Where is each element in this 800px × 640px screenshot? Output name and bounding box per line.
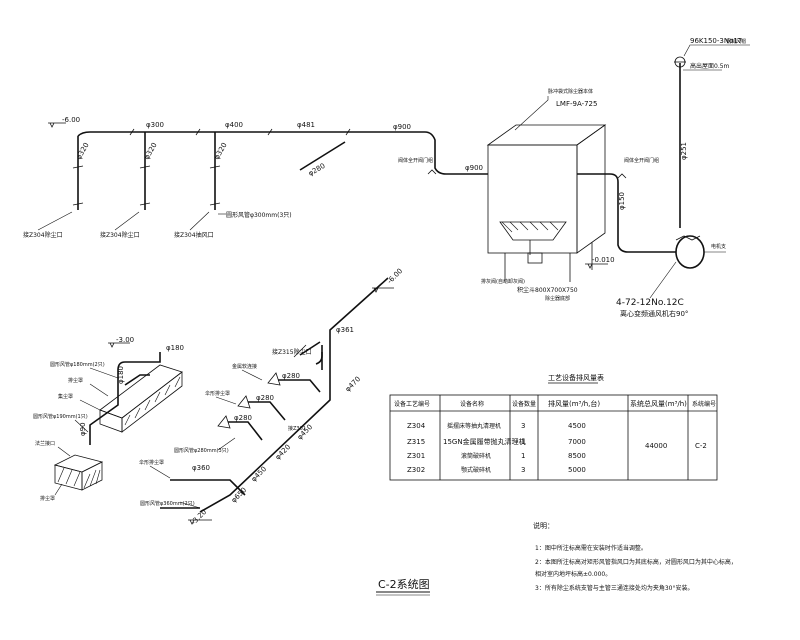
crusher-hatch-2 — [57, 467, 101, 489]
page-title: C-2系统图 — [378, 578, 430, 591]
collector-note: 脉冲袋式除尘器本体 — [548, 88, 593, 95]
z301-label: 接Z301 — [288, 425, 306, 432]
hood-label: 伞形排尘罩 — [205, 390, 230, 397]
left-flange: 法兰接口 — [35, 440, 55, 447]
table-cell: Z315 — [407, 438, 425, 446]
elevation-label: -6.00 — [62, 116, 80, 124]
left-duct-note: 圆形风管φ180mm(2只) — [50, 361, 105, 368]
table-cell: 1 — [521, 452, 525, 460]
table-cell: 8500 — [568, 452, 586, 460]
table-title: 工艺设备排风量表 — [548, 373, 604, 382]
motor-label: 电机支 — [711, 243, 726, 250]
elevation-label: -3.20 — [190, 508, 208, 526]
dust-collector: 脉冲袋式除尘器本体 LMF-9A-725 排灰阀(自动卸灰阀) 积尘斗800X7… — [398, 88, 659, 302]
hood-label: 集尘罩 — [58, 393, 73, 400]
table-cell: 摇摆床等抽丸清理机 — [447, 422, 501, 430]
diameter-label: φ180 — [166, 344, 184, 352]
diameter-label: φ320 — [75, 141, 91, 161]
hopper-hatch — [501, 221, 559, 233]
fan-cap-suffix: 钢制风帽 — [726, 38, 746, 45]
diameter-label: φ481 — [297, 121, 315, 129]
branch-label: 接Z304除尘口 — [100, 231, 140, 239]
hood-label: 伞形排尘罩 — [139, 459, 164, 466]
table-header: 设备工艺编号 — [394, 400, 430, 408]
notes: 说明： 1：图中所注标高需在安装时作适当调整。 2：本图所注标高对矩形风管指风口… — [533, 521, 737, 592]
hopper-size: 积尘斗800X700X750 — [517, 286, 578, 294]
branch-network: -6.00 接Z315除尘口 金属软连接 伞形排尘罩 圆形风管φ280mm(3只… — [139, 267, 404, 526]
diameter-label: φ470 — [344, 375, 362, 393]
table-header: 设备名称 — [460, 400, 484, 408]
elevation-label: -0.010 — [592, 256, 615, 264]
table-header: 系统总风量(m³/h) — [630, 399, 687, 408]
table-total: 44000 — [645, 442, 667, 450]
table-cell: 颚式破碎机 — [461, 466, 491, 474]
diameter-label: φ420 — [274, 443, 292, 461]
left-duct-note: 圆形风管φ190mm(1只) — [33, 413, 88, 420]
table-cell: Z302 — [407, 466, 425, 474]
crusher-hatch — [124, 376, 181, 426]
diameter-label: φ280 — [282, 372, 300, 380]
fan-assembly: 96K150-3No17 钢制风帽 高出屋面0.5m 电机支 4-72-12No… — [577, 37, 750, 318]
duct-note: 圆形风管φ300mm(3只) — [226, 211, 292, 219]
fan-note: 离心变频通风机右90° — [620, 309, 688, 318]
diameter-label: φ400 — [225, 121, 243, 129]
valve-label: 阀体全开阀门组 — [398, 157, 433, 164]
table-cell: 5000 — [568, 466, 586, 474]
main-duct-top: -6.00 φ320 φ320 φ320 φ300 φ400 φ481 φ900… — [23, 116, 627, 239]
diameter-label: φ300 — [146, 121, 164, 129]
table-system: C-2 — [695, 442, 707, 450]
duct-note: 圆形风管φ280mm(3只) — [174, 447, 229, 454]
branch-label: 接Z304除尘口 — [23, 231, 63, 239]
hood-label: 金属软连接 — [232, 363, 257, 370]
note-item: 相对室内地坪标高±0.000。 — [535, 570, 611, 578]
table-cell: 滚筒破碎机 — [461, 452, 491, 460]
note-item: 1：图中所注标高需在安装时作适当调整。 — [535, 544, 647, 552]
table-cell: 15GN金属履带抛丸清理机 — [443, 437, 526, 446]
diameter-label: φ450 — [250, 465, 268, 483]
diameter-label: φ360 — [192, 464, 210, 472]
diameter-label: φ900 — [465, 164, 483, 172]
table-header: 排风量(m³/h,台) — [548, 399, 600, 408]
branch-label: 接Z304抽风口 — [174, 231, 214, 239]
fan-cap-model: 96K150-3No17 — [690, 37, 742, 45]
note-item: 2：本图所注标高对矩形风管指风口为其底标高，对圆形风口为其中心标高， — [535, 558, 737, 566]
fan-model: 4-72-12No.12C — [616, 298, 684, 308]
table-cell: 1 — [521, 438, 525, 446]
table-cell: 4500 — [568, 422, 586, 430]
diameter-label: φ150 — [618, 192, 626, 210]
table-cell: 3 — [521, 466, 525, 474]
hood-label: 排尘罩 — [40, 495, 55, 502]
table-cell: Z301 — [407, 452, 425, 460]
drawing-title: C-2系统图 — [376, 578, 430, 596]
stack-height: 高出屋面0.5m — [690, 62, 730, 70]
z315-label: 接Z315除尘口 — [272, 348, 312, 356]
diameter-label: φ900 — [393, 123, 411, 131]
table-cell: 7000 — [568, 438, 586, 446]
elevation-label: -6.00 — [386, 267, 404, 285]
diameter-label: φ280 — [234, 414, 252, 422]
elevation-label: -3.00 — [116, 336, 134, 344]
diameter-label: φ361 — [336, 326, 354, 334]
table-cell: Z304 — [407, 422, 426, 430]
table-header: 系统编号 — [692, 400, 716, 408]
valve-label: 阀体全开阀门组 — [624, 157, 659, 164]
diameter-label: φ90 — [79, 422, 87, 436]
notes-heading: 说明： — [533, 521, 554, 530]
table-header: 设备数量 — [512, 400, 536, 408]
left-equipment: -3.00 φ180 φ180 φ90 — [33, 336, 184, 502]
note-item: 3：所有除尘系统支管与主管三通连接处均为夹角30°安装。 — [535, 584, 693, 592]
diameter-label: φ280 — [256, 394, 274, 402]
collector-model: LMF-9A-725 — [556, 100, 597, 108]
dust-box-label: 排灰阀(自动卸灰阀) — [481, 278, 525, 285]
duct-note: 圆形风管φ360mm(2只) — [140, 500, 195, 507]
equipment-table: 工艺设备排风量表 设备工艺编号 设备名称 设备数量 排风量(m³/h,台) 系统… — [389, 373, 718, 481]
hood-label: 排尘罩 — [68, 377, 83, 384]
hopper-bottom: 除尘器底部 — [545, 295, 570, 302]
diameter-label: φ251 — [680, 142, 688, 160]
diameter-label: φ650 — [230, 486, 248, 504]
diameter-label: φ180 — [117, 366, 125, 384]
table-cell: 3 — [521, 422, 525, 430]
